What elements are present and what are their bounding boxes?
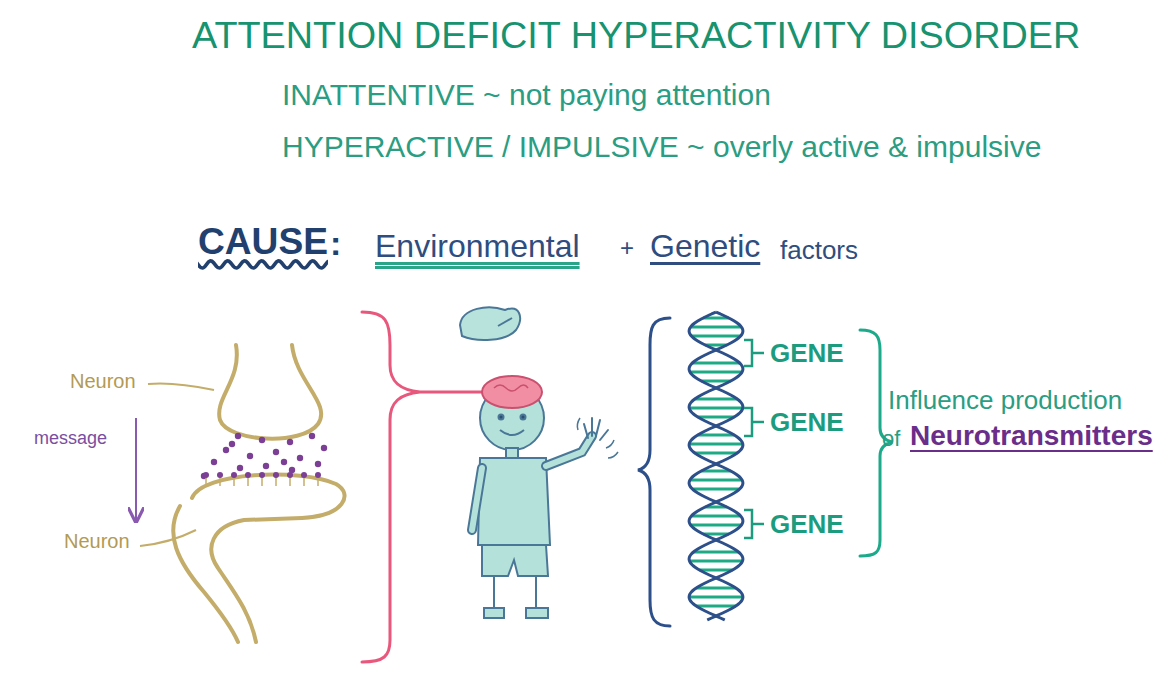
- factor-label: Environmental: [375, 228, 580, 265]
- influence-label: Influence production: [888, 386, 1122, 416]
- subtype-line: INATTENTIVE ~ not paying attention: [282, 78, 771, 113]
- plus-sign: +: [620, 234, 634, 262]
- neuron-label: Neuron: [64, 530, 130, 553]
- factor-label: factors: [780, 236, 858, 266]
- diagram-title: ATTENTION DEFICIT HYPERACTIVITY DISORDER: [192, 14, 1080, 57]
- neurotransmitter-dots: [201, 433, 327, 486]
- factor-label: Genetic: [650, 228, 760, 265]
- dna-helix: [689, 312, 743, 620]
- gene-label: GENE: [770, 339, 844, 369]
- colon: :: [330, 224, 341, 263]
- message-arrow: [135, 418, 137, 520]
- message-label: message: [34, 428, 107, 449]
- dna-bracket: [638, 318, 670, 626]
- gene-brackets: [744, 340, 764, 538]
- influence-label: of: [882, 426, 900, 451]
- neurotransmitters-label: Neurotransmitters: [910, 420, 1153, 452]
- leader-lines: [140, 383, 214, 546]
- pink-bracket: [362, 312, 482, 662]
- child-figure: [460, 307, 618, 618]
- gene-label: GENE: [770, 510, 844, 540]
- neuron-label: Neuron: [70, 370, 136, 393]
- neuron-synapse: [173, 345, 344, 642]
- gene-label: GENE: [770, 408, 844, 438]
- cause-heading: CAUSE: [198, 220, 328, 263]
- subtype-line: HYPERACTIVE / IMPULSIVE ~ overly active …: [282, 130, 1041, 165]
